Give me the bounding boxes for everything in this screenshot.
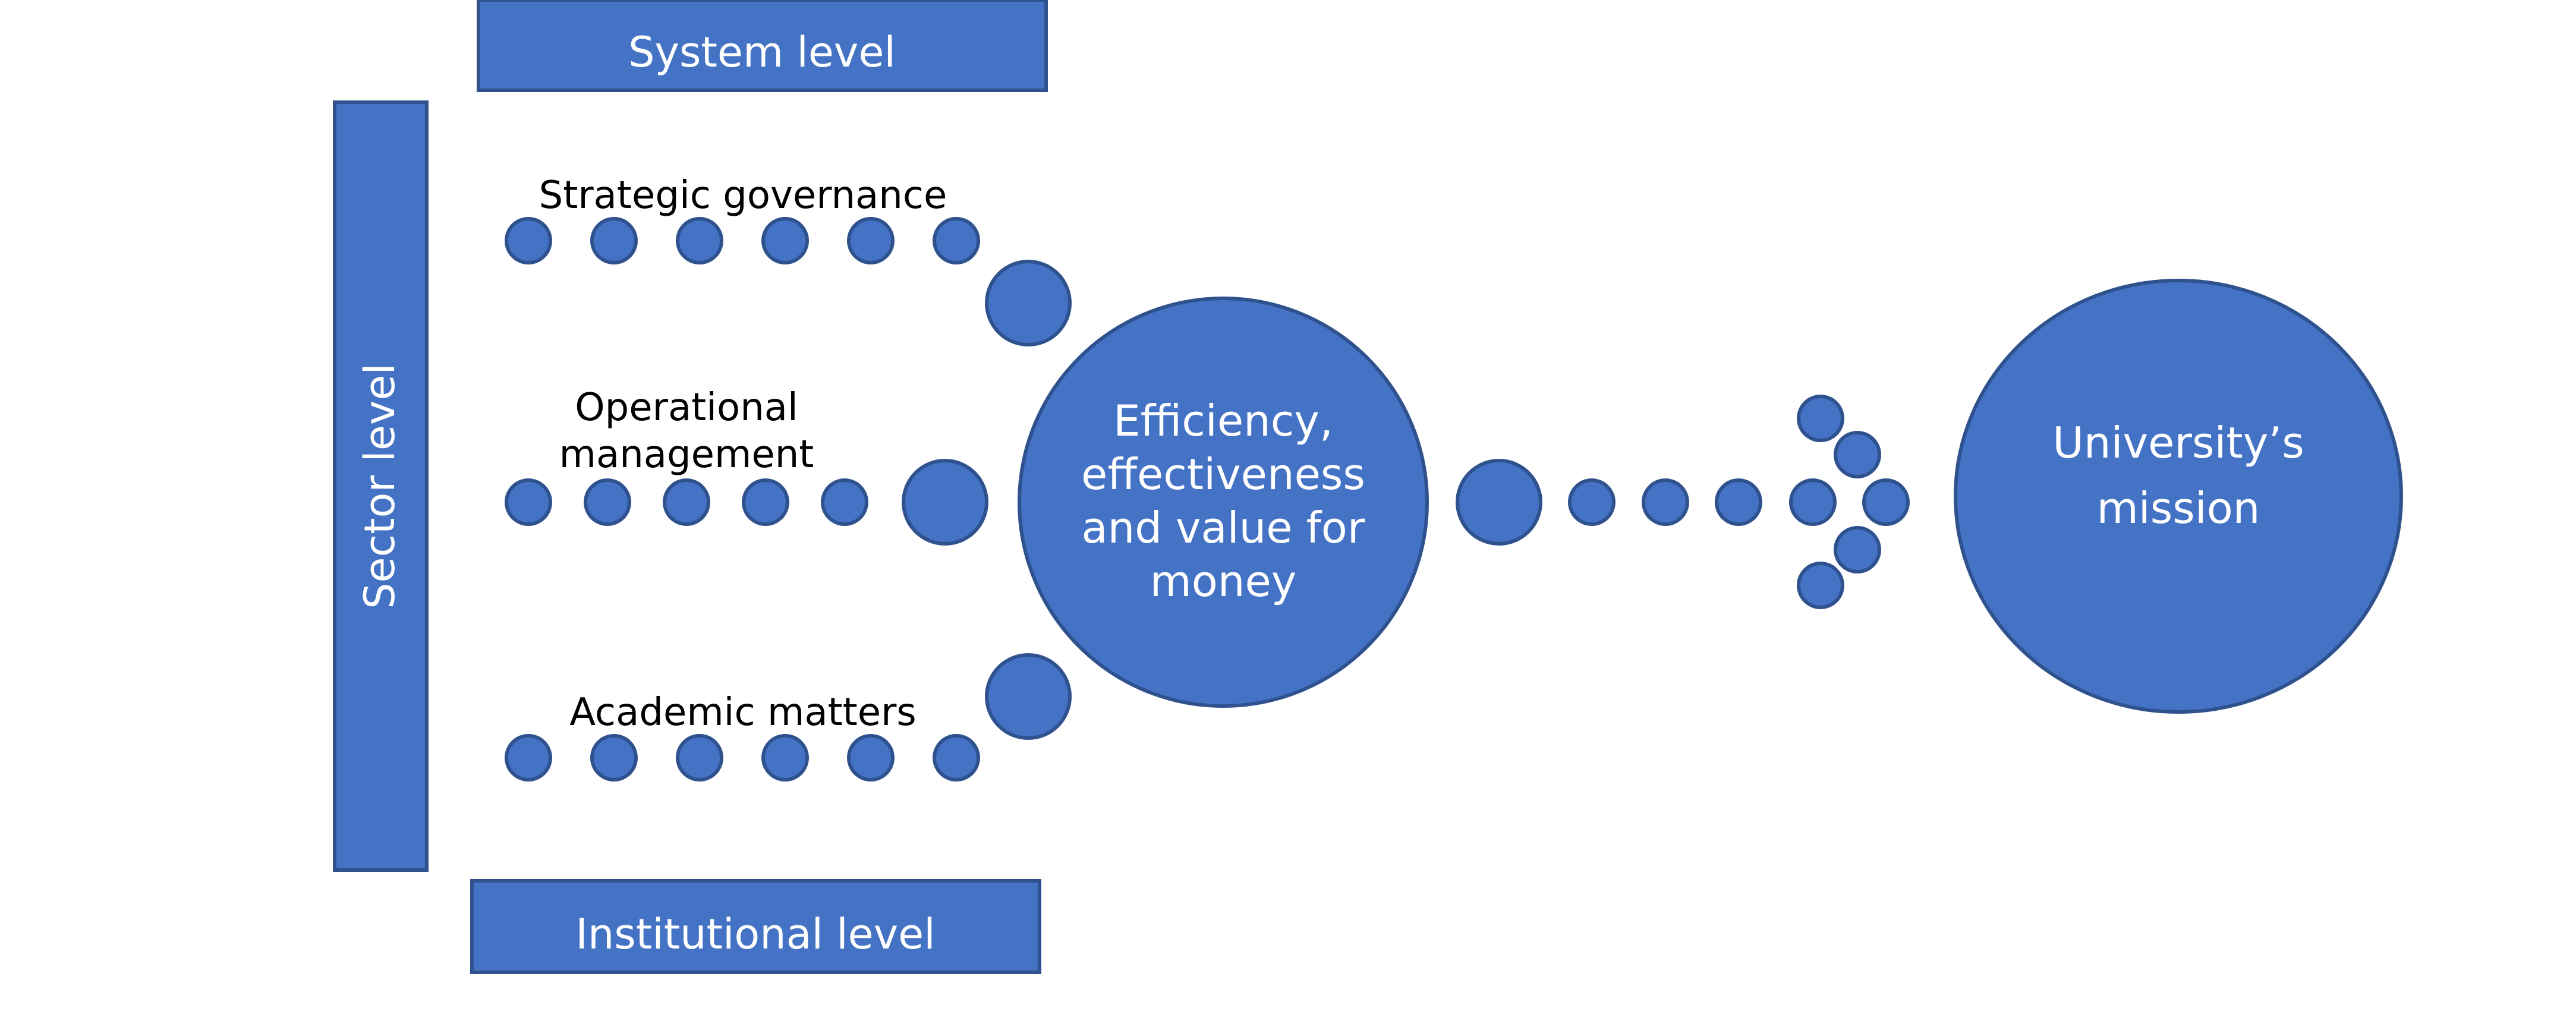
dot bbox=[821, 478, 868, 526]
row-label-academic-matters: Academic matters bbox=[569, 691, 917, 735]
dot bbox=[847, 734, 895, 781]
arrowhead-dot bbox=[1834, 431, 1881, 478]
dot bbox=[1789, 478, 1837, 526]
sector-level-rect bbox=[333, 100, 429, 872]
connector-dot-large bbox=[902, 459, 988, 546]
dot bbox=[676, 217, 723, 264]
institutional-level-box: Institutional level bbox=[470, 879, 1041, 974]
connector-dot-large bbox=[985, 260, 1072, 346]
dot bbox=[761, 217, 809, 264]
dot bbox=[933, 734, 980, 781]
right-circle-line2: mission bbox=[2097, 483, 2260, 533]
dot bbox=[584, 478, 631, 526]
right-circle: University’s mission bbox=[1954, 279, 2403, 714]
arrowhead-dot bbox=[1797, 395, 1844, 442]
dot bbox=[742, 478, 789, 526]
dot bbox=[590, 217, 638, 264]
center-circle-shape bbox=[1018, 297, 1429, 708]
dot bbox=[505, 217, 552, 264]
right-circle-shape bbox=[1954, 279, 2403, 714]
dot bbox=[676, 734, 723, 781]
connector-dot-large bbox=[985, 653, 1072, 740]
dot-large bbox=[1456, 459, 1542, 546]
dot bbox=[1715, 478, 1762, 526]
system-level-box: System level bbox=[477, 0, 1048, 92]
row-label-operational-line2: management bbox=[559, 433, 814, 477]
row-label-operational-line1: Operational bbox=[575, 386, 798, 430]
dot bbox=[933, 217, 980, 264]
row-label-strategic-governance: Strategic governance bbox=[539, 174, 947, 218]
dot bbox=[505, 478, 552, 526]
center-circle-line2: effectiveness bbox=[1081, 449, 1365, 499]
dot bbox=[1568, 478, 1615, 526]
dots-academic-matters bbox=[505, 653, 1072, 781]
center-circle-line3: and value for bbox=[1082, 503, 1365, 553]
center-circle: Efficiency, effectiveness and value for … bbox=[1018, 297, 1429, 708]
system-level-rect bbox=[477, 0, 1048, 92]
sector-level-bar: Sector level bbox=[333, 100, 429, 872]
dot bbox=[761, 734, 809, 781]
dot bbox=[663, 478, 710, 526]
institutional-level-label: Institutional level bbox=[575, 910, 935, 959]
dots-strategic-governance bbox=[505, 217, 1072, 346]
arrowhead-dot bbox=[1834, 526, 1881, 573]
system-level-label: System level bbox=[628, 28, 896, 77]
center-circle-line1: Efficiency, bbox=[1113, 396, 1333, 446]
institutional-level-rect bbox=[470, 879, 1041, 974]
dot bbox=[1642, 478, 1689, 526]
right-circle-line1: University’s bbox=[2052, 418, 2304, 468]
center-circle-line4: money bbox=[1150, 556, 1297, 606]
dots-operational-management bbox=[505, 459, 988, 546]
arrowhead-dot bbox=[1797, 562, 1844, 609]
sector-level-label: Sector level bbox=[355, 363, 404, 609]
dot bbox=[847, 217, 895, 264]
dot bbox=[505, 734, 552, 781]
dotted-arrow bbox=[1456, 395, 1910, 609]
arrowhead-dot bbox=[1862, 478, 1910, 526]
dot bbox=[590, 734, 638, 781]
